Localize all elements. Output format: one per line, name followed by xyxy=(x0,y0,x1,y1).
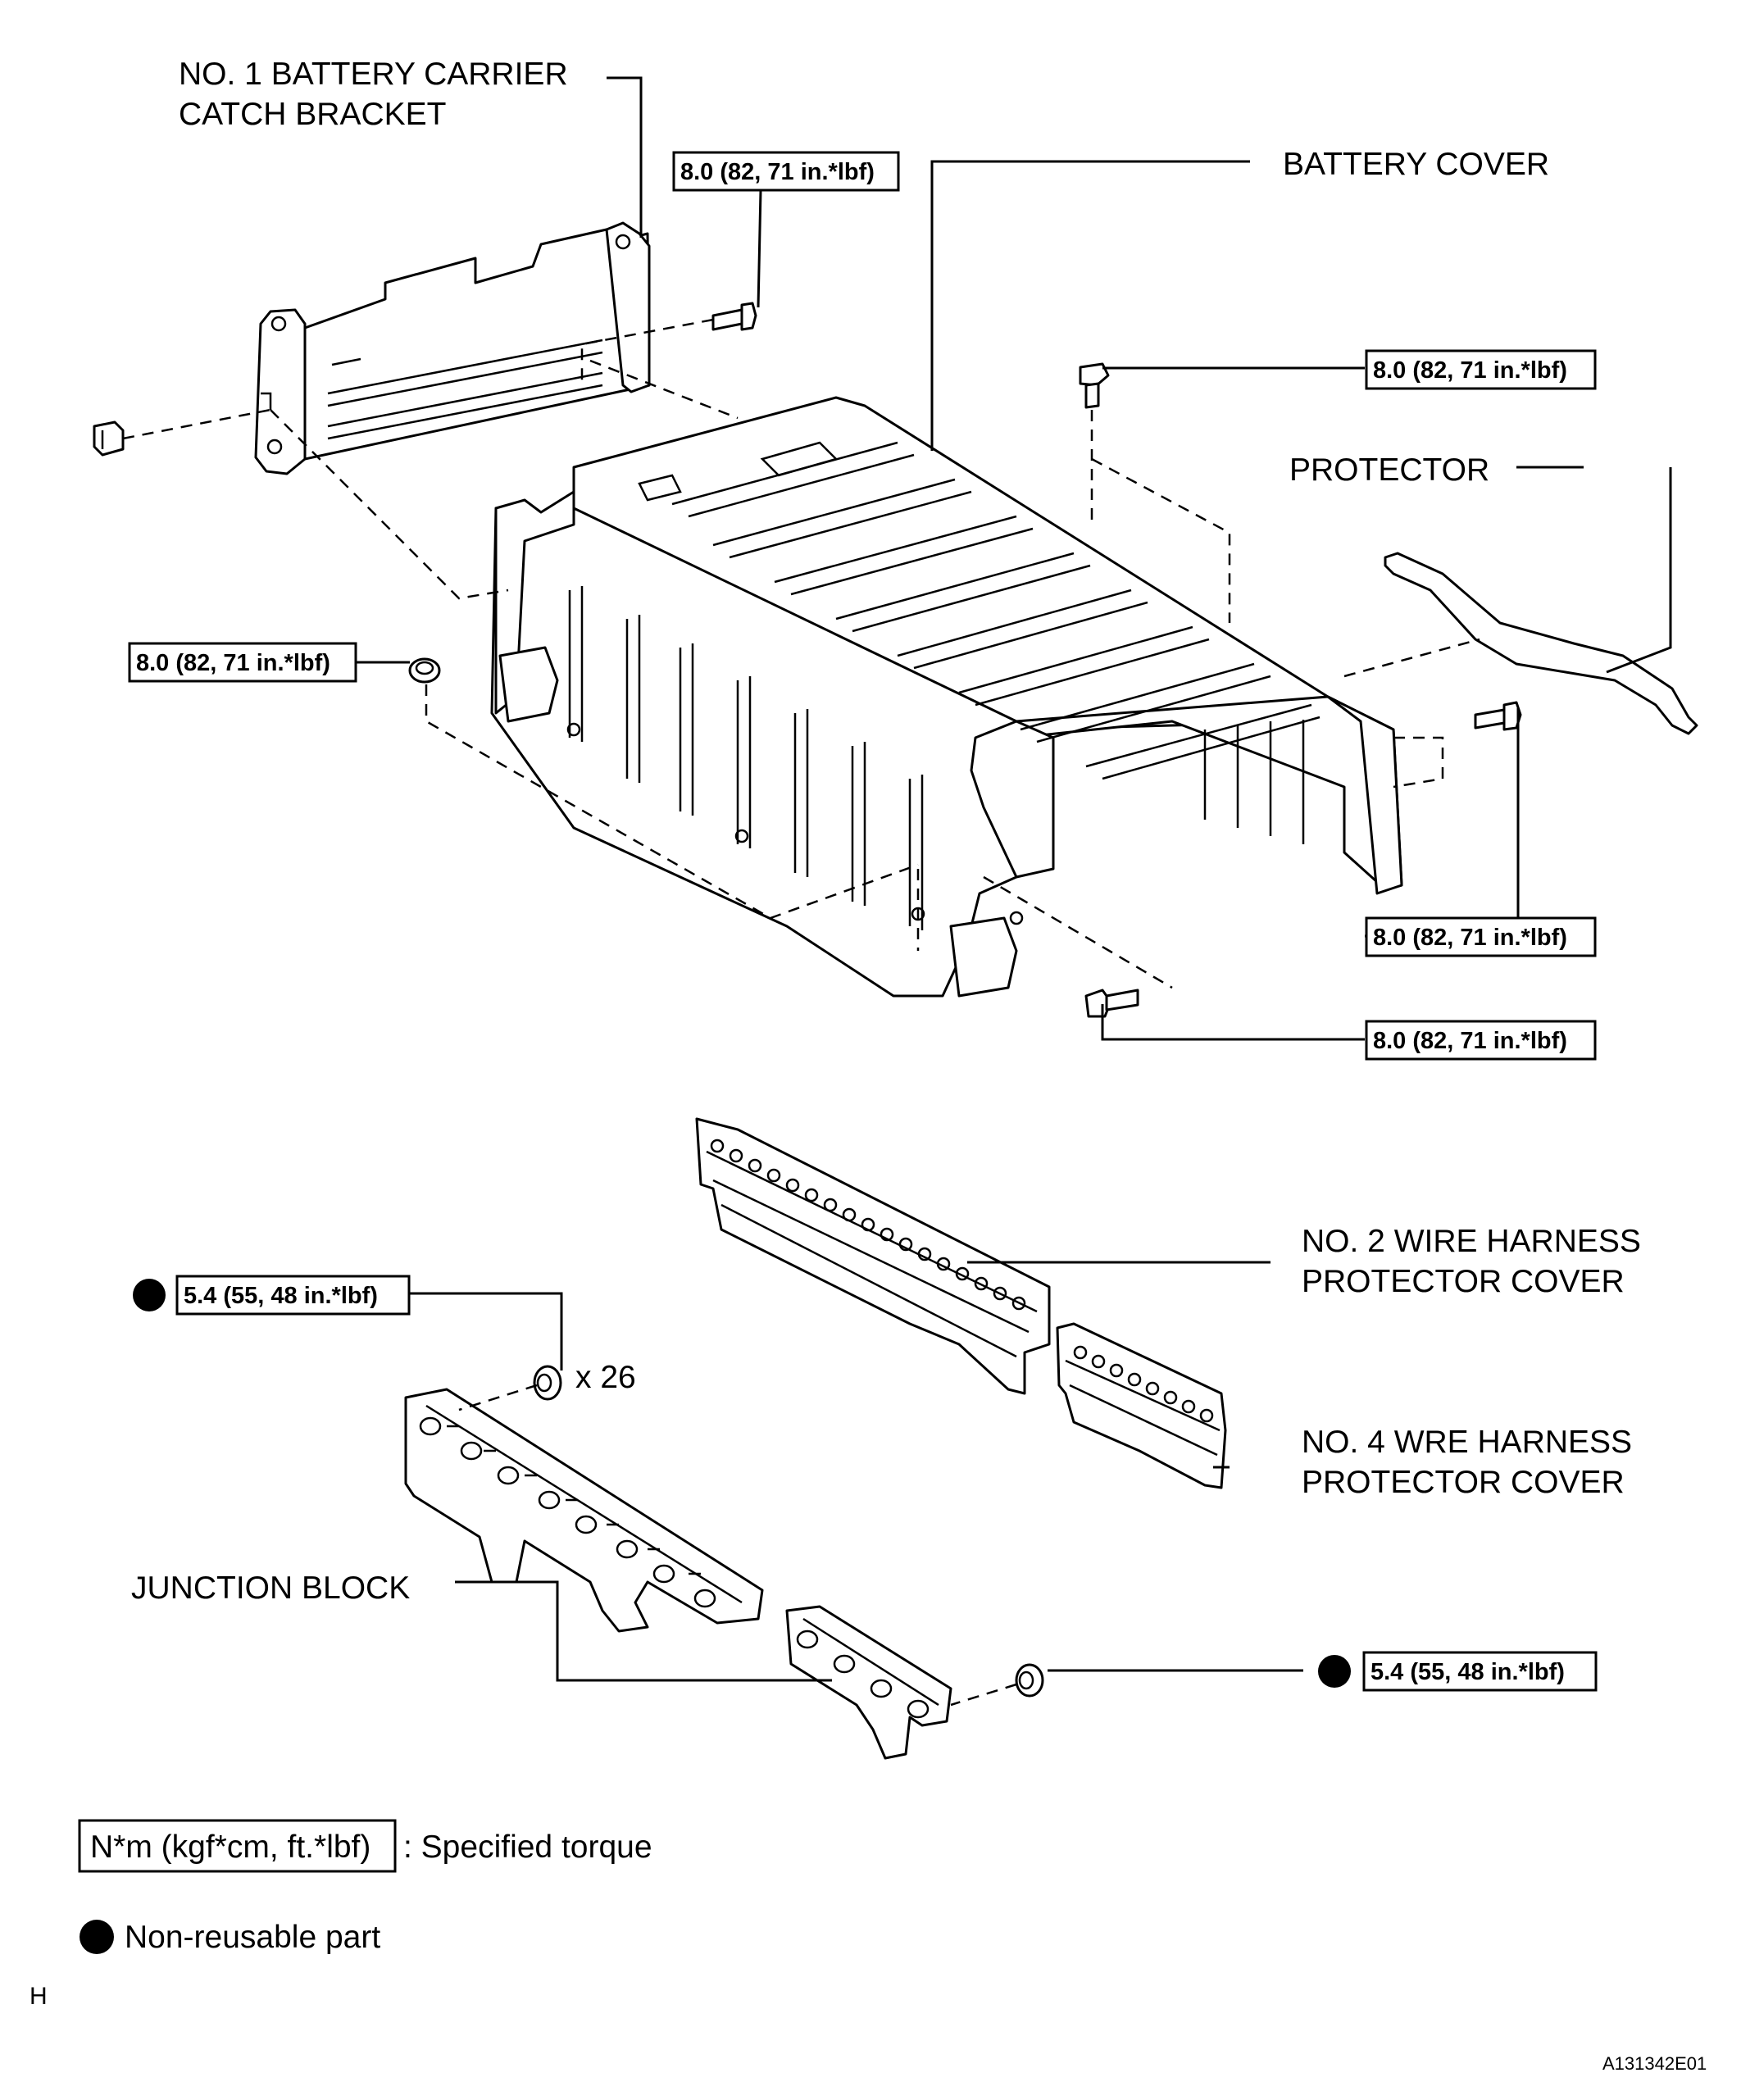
no2-harness-cover xyxy=(695,1117,1051,1395)
torque-box-junction-right xyxy=(1362,1651,1598,1692)
footer: H A131342E01 xyxy=(30,1983,1707,2074)
legend-torque-units: N*m (kgf*cm, ft.*lbf) xyxy=(90,1830,370,1865)
part-labels: NO. 1 BATTERY CARRIER CATCH BRACKET BATT… xyxy=(131,57,1641,1606)
torque-junction-right-nut: 5.4 (55, 48 in.*lbf) xyxy=(1371,1659,1565,1685)
label-protector: PROTECTOR xyxy=(1289,452,1489,488)
protector xyxy=(1384,552,1698,735)
catch-bracket xyxy=(254,221,651,475)
label-no2-line1: NO. 2 WIRE HARNESS xyxy=(1302,1224,1641,1259)
legend-torque-desc: : Specified torque xyxy=(403,1830,652,1865)
torque-callouts: 8.0 (82, 71 in.*lbf) 8.0 (82, 71 in.*lbf… xyxy=(128,151,1598,1692)
torque-cover-front-bolt: 8.0 (82, 71 in.*lbf) xyxy=(1373,1028,1567,1054)
nonreusable-dot-junction-right xyxy=(1318,1655,1351,1688)
torque-cover-top-bolt: 8.0 (82, 71 in.*lbf) xyxy=(1373,357,1567,384)
battery-cover xyxy=(490,396,1403,998)
junction-block-lower xyxy=(785,1605,952,1760)
torque-junction-nuts: 5.4 (55, 48 in.*lbf) xyxy=(184,1283,378,1309)
clip-part xyxy=(93,420,125,457)
junction-nut xyxy=(533,1365,562,1401)
legend-nonreusable-desc: Non-reusable part xyxy=(125,1920,380,1955)
legend-nonreusable-dot xyxy=(80,1920,114,1954)
label-bracket-line1: NO. 1 BATTERY CARRIER xyxy=(179,57,568,92)
cover-left-nut xyxy=(408,657,441,684)
cover-top-bolt xyxy=(1079,362,1110,409)
junction-right-nut xyxy=(1015,1663,1044,1698)
cover-front-bolt xyxy=(1084,989,1139,1018)
cover-right-bolt xyxy=(1474,701,1522,731)
label-nut-count: x 26 xyxy=(575,1360,636,1395)
torque-box-cover-top xyxy=(1365,349,1597,390)
footer-mark: H xyxy=(30,1983,48,2010)
torque-box-bracket xyxy=(672,151,900,192)
figure-id: A131342E01 xyxy=(1602,2053,1707,2074)
torque-cover-right-bolt: 8.0 (82, 71 in.*lbf) xyxy=(1373,925,1567,951)
legend-torque-box xyxy=(78,1819,397,1873)
no4-fastener-dots xyxy=(1073,1345,1214,1423)
nonreusable-dot-junction xyxy=(133,1279,166,1311)
label-bracket-line2: CATCH BRACKET xyxy=(179,97,446,132)
label-junction-block: JUNCTION BLOCK xyxy=(131,1570,410,1606)
torque-cover-left-nut: 8.0 (82, 71 in.*lbf) xyxy=(136,650,330,676)
torque-box-junction xyxy=(175,1275,411,1316)
leader-lines xyxy=(357,76,1672,1682)
label-no4-line1: NO. 4 WRE HARNESS xyxy=(1302,1425,1632,1460)
label-battery-cover: BATTERY COVER xyxy=(1283,147,1549,182)
label-no2-line2: PROTECTOR COVER xyxy=(1302,1264,1625,1299)
no4-harness-cover xyxy=(1056,1322,1227,1489)
junction-block-upper xyxy=(404,1388,764,1633)
label-no4-line2: PROTECTOR COVER xyxy=(1302,1465,1625,1500)
bracket-bolt xyxy=(711,302,757,331)
torque-box-cover-front xyxy=(1365,1020,1597,1061)
assembly-lines xyxy=(122,318,1480,1707)
torque-box-cover-right xyxy=(1365,916,1597,957)
torque-box-cover-left xyxy=(128,642,357,683)
no2-fastener-dots xyxy=(710,1139,1026,1311)
torque-bracket-bolt: 8.0 (82, 71 in.*lbf) xyxy=(680,159,875,185)
legend: N*m (kgf*cm, ft.*lbf) : Specified torque… xyxy=(78,1819,652,1955)
